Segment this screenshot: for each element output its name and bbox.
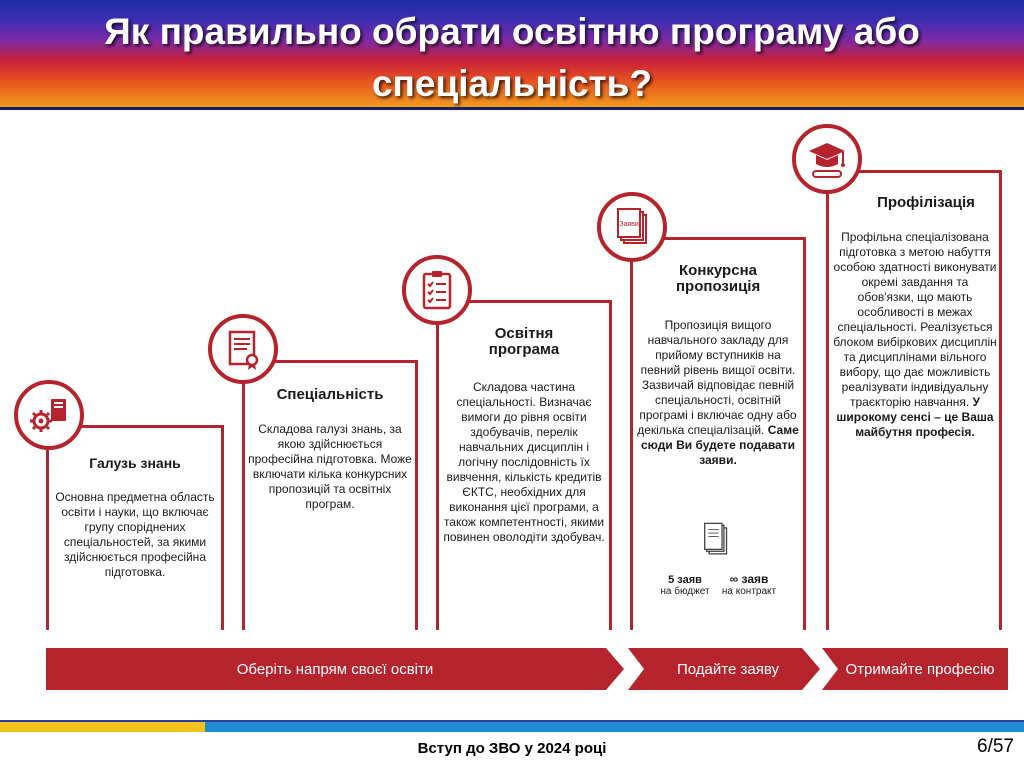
step-text-regular: Профільна спеціалізована підготовка з ме… [833,230,997,409]
step-title: Освітня програма [488,325,560,358]
stat-caption: на бюджет [660,586,710,597]
stat-value: 5 заяв [668,574,702,586]
applications-icon: Заяви [617,208,647,244]
arrow-label: Подайте заяву [677,660,779,678]
arrow-get-profession: Отримайте професію [822,648,1008,690]
stat-budget: 5 заяв на бюджет [652,574,718,597]
graduation-cap-icon [809,143,845,178]
step-icon-profiling [792,124,862,194]
step-icon-field-of-knowledge [14,380,84,450]
step-text: Основна предметна область освіти і науки… [55,490,215,579]
step-text: Профільна спеціалізована підготовка з ме… [832,230,998,440]
page-number: 6/57 [977,736,1014,757]
gears-book-icon [30,399,66,432]
footer-text: Вступ до ЗВО у 2024 році [417,740,607,757]
documents-icon [704,522,728,555]
step-text-regular: Пропозиція вищого навчального закладу дл… [637,318,797,437]
slide-title: Як правильно обрати освітню програму або… [104,11,920,104]
step-icon-educational-program [402,255,472,325]
step-panel-specialty [242,360,418,630]
step-text: Складова частина спеціальності. Визначає… [443,380,605,544]
title-bar: Як правильно обрати освітню програму або… [0,0,1024,110]
arrow-choose-direction: Оберіть напрям своєї освіти [46,648,624,690]
step-title: Спеціальність [276,386,384,403]
certificate-icon [228,330,259,370]
icon-label: Заяви [619,221,639,228]
step-title: Профілізація [877,194,975,211]
step-panel-field-of-knowledge [46,425,224,630]
checklist-icon [422,271,452,310]
stat-contract: ∞ заяв на контракт [714,572,784,597]
stat-value: ∞ заяв [729,572,769,586]
step-icon-specialty [208,314,278,384]
step-text-bold: Саме сюди Ви будете подавати заяви. [641,423,799,467]
step-icon-competitive-offer: Заяви [597,192,667,262]
arrow-label: Оберіть напрям своєї освіти [236,660,434,678]
step-text-bold: У широкому сенсі – це Ваша майбутня проф… [836,395,994,439]
step-text: Пропозиція вищого навчального закладу дл… [636,318,800,468]
step-title: Галузь знань [89,455,181,471]
step-title: Конкурсна пропозиція [676,262,761,295]
step-panel-competitive-offer [630,237,806,630]
arrow-label: Отримайте професію [845,660,995,678]
step-panel-educational-program [436,300,612,630]
arrow-submit-application: Подайте заяву [628,648,820,690]
footer-stripe [0,720,1024,732]
step-panel-profiling [826,170,1002,630]
stat-caption: на контракт [721,586,777,597]
step-text: Складова галузі знань, за якою здійснюєт… [248,422,412,511]
